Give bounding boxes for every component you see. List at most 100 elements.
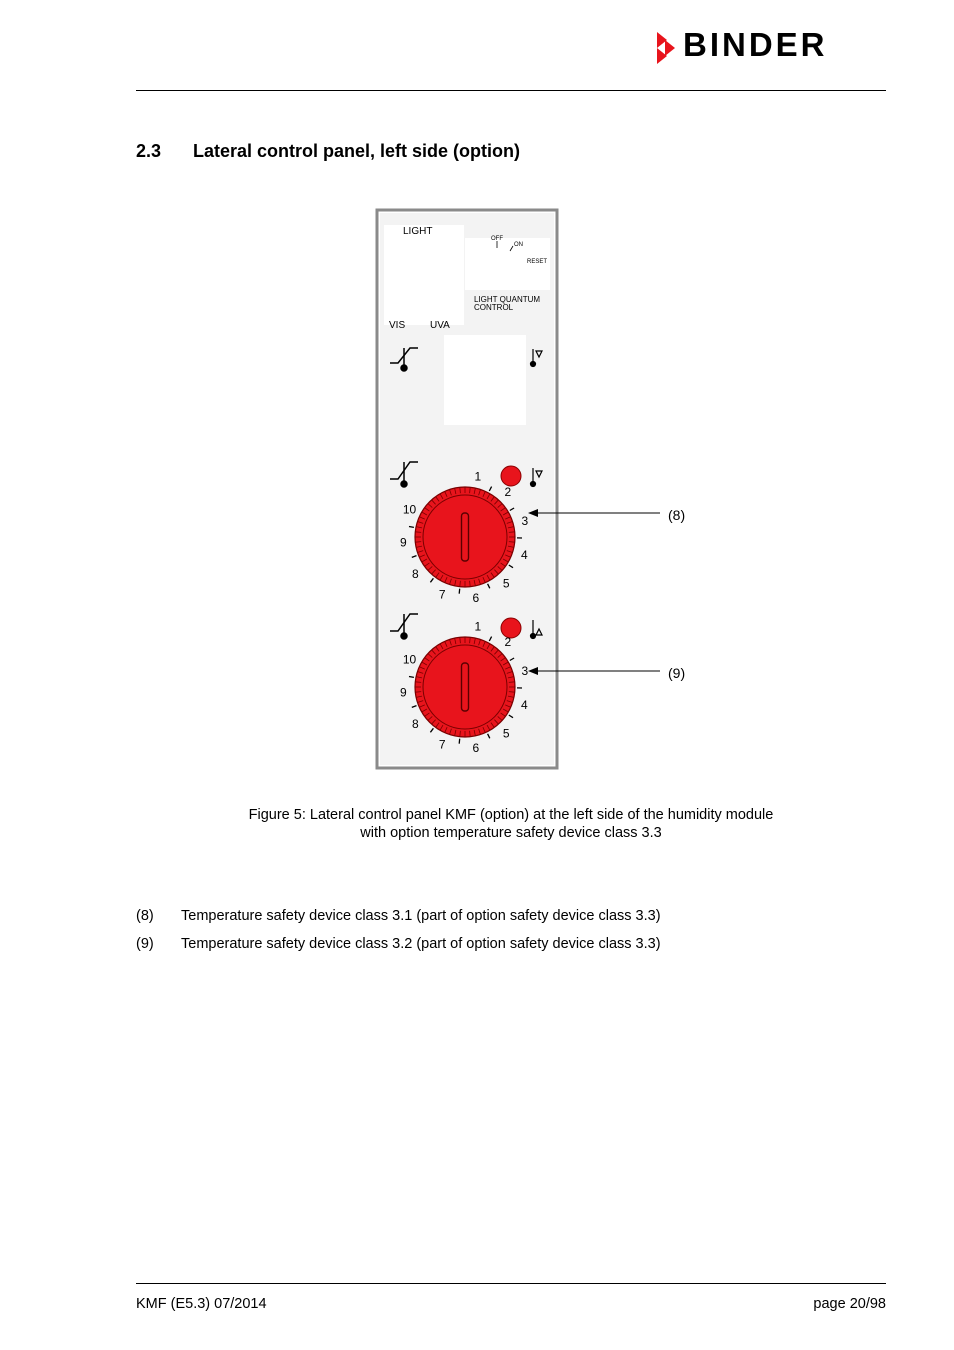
dial-knurl <box>482 727 486 733</box>
document-id: KMF (E5.3) 07/2014 <box>136 1296 267 1312</box>
dial-knurl <box>449 639 452 646</box>
dial-pointer <box>460 662 470 712</box>
dial-knurl <box>424 562 430 567</box>
dial-knurl <box>444 727 448 733</box>
dial-knurl <box>473 488 476 495</box>
dial-knurl <box>505 516 511 520</box>
dial-scale-number: 6 <box>472 741 479 755</box>
dial-knurl <box>424 657 430 662</box>
dial-knurl <box>459 637 461 644</box>
list-item-number: (8) <box>136 908 154 924</box>
dial-knurl <box>454 638 457 645</box>
dial-knurl <box>508 531 515 533</box>
dial-tick <box>508 564 514 569</box>
dial-scale-number: 10 <box>403 652 417 666</box>
dial-knurl <box>415 531 422 533</box>
logo-mark-icon <box>657 32 675 64</box>
dial-knurl <box>490 496 495 502</box>
dial-scale-number: 2 <box>504 635 511 649</box>
dial-knurl <box>435 496 440 502</box>
dial-knurl <box>478 578 481 585</box>
dial-knurl <box>486 493 491 500</box>
dial-tick <box>458 738 461 744</box>
dial-knurl <box>421 708 428 713</box>
dial-knurl <box>427 503 433 508</box>
dial-knurl <box>435 646 440 652</box>
dial-knurl <box>469 487 471 494</box>
dial-tick <box>509 657 515 662</box>
binder-logo: BINDER <box>655 26 890 68</box>
dial-knurl <box>508 691 515 693</box>
dial-knurl <box>497 716 503 721</box>
dial-tick <box>411 554 417 559</box>
dial-knurl <box>497 503 503 508</box>
dial-knurl <box>439 493 444 500</box>
dial-scale-number: 10 <box>403 502 417 516</box>
dial-knurl <box>416 545 423 548</box>
dial-tick <box>408 675 415 679</box>
label-light: LIGHT <box>403 226 432 237</box>
overtemp-icon <box>529 468 543 488</box>
list-item-text: Temperature safety device class 3.2 (par… <box>181 936 661 952</box>
dial-knurl <box>505 666 511 670</box>
dial-knurl <box>506 550 513 553</box>
dial-scale-number: 5 <box>503 726 510 740</box>
dial-knurl <box>459 730 461 737</box>
dial-knurl <box>431 499 436 505</box>
dial-knurl <box>417 700 424 703</box>
dial-knurl <box>421 661 428 666</box>
overtemp-icon <box>529 349 543 368</box>
dial-knurl <box>500 712 506 717</box>
dial-scale-number: 2 <box>504 485 511 499</box>
dial-knurl <box>439 643 444 650</box>
dial-knurl <box>502 708 509 713</box>
dial-scale-number: 4 <box>521 698 528 712</box>
dial-knurl <box>419 554 425 558</box>
dial-knurl <box>507 545 514 548</box>
dial-knurl <box>507 676 514 679</box>
dial-tick <box>488 636 493 642</box>
dial-knurl <box>506 521 513 524</box>
dial-knurl <box>490 722 495 728</box>
dial-knurl <box>505 704 511 708</box>
dial-knurl <box>478 489 481 496</box>
section-title: Lateral control panel, left side (option… <box>193 141 521 161</box>
dial-knurl <box>500 657 506 662</box>
dial-knurl <box>417 550 424 553</box>
dial-knurl <box>417 671 424 674</box>
label-light-quantum: LIGHT QUANTUM <box>474 295 540 304</box>
dial-tick <box>458 588 461 594</box>
undertemp-icon <box>529 620 543 640</box>
dial-knurl <box>497 566 503 571</box>
dial-tick <box>429 577 434 583</box>
dial-knurl <box>449 728 452 735</box>
dial-knurl <box>454 488 457 495</box>
dial-knurl <box>494 719 499 725</box>
dial-knurl <box>417 521 424 524</box>
dial-knurl <box>507 695 514 698</box>
callout-arrows <box>528 509 660 675</box>
dial-knurl <box>454 729 457 736</box>
footer-rule <box>136 1283 886 1284</box>
dial-knurl <box>419 516 425 520</box>
dial-knurl <box>415 681 422 683</box>
dial-scale-number: 3 <box>522 514 529 528</box>
dial-knurl <box>439 574 444 581</box>
dial-knurl <box>421 511 428 516</box>
dial-knurl <box>421 558 428 563</box>
dial-knurl <box>482 641 486 647</box>
dial-scale-number: 5 <box>503 576 510 590</box>
dial-knurl <box>486 643 491 650</box>
dial-knurl <box>478 728 481 735</box>
dial-knurl <box>424 507 430 512</box>
figure-caption-line-2: with option temperature safety device cl… <box>360 825 662 841</box>
dial-knurl <box>490 572 495 578</box>
alarm-lamp <box>500 617 522 639</box>
dial-knurl <box>494 649 499 655</box>
dial-tick <box>487 733 491 739</box>
control-panel-figure: LIGHT OFF ON RESET LIGHT QUANTUM CONTROL… <box>375 208 559 770</box>
dial-scale-number: 7 <box>439 738 446 752</box>
dial-scale-number: 1 <box>475 469 482 483</box>
